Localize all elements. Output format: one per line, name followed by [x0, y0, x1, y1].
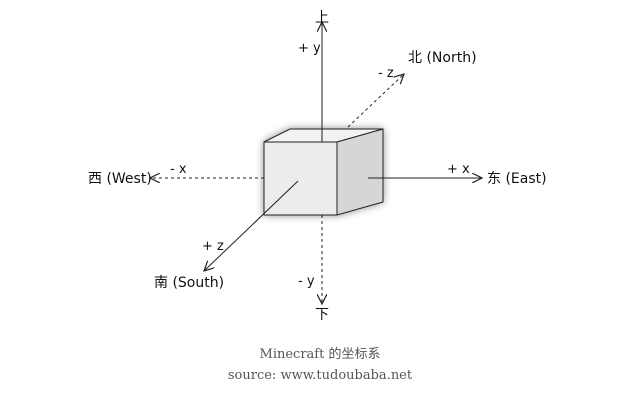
direction-down-label: 下: [315, 307, 329, 323]
direction-north-label: 北 (North): [408, 50, 477, 66]
z-axis-negative: [347, 74, 404, 128]
axis-minus-x-label: - x: [170, 162, 187, 177]
axis-minus-z-label: - z: [378, 66, 394, 81]
axis-plus-x-label: + x: [447, 162, 470, 177]
z-axis-positive: [204, 180, 299, 271]
axis-plus-z-label: + z: [202, 239, 224, 254]
cube-side-face: [336, 128, 384, 216]
direction-up-label: 上: [315, 10, 329, 26]
direction-west-label: 西 (West): [88, 171, 152, 187]
direction-east-label: 东 (East): [487, 171, 547, 187]
axis-plus-y-label: + y: [298, 41, 321, 56]
axis-minus-y-label: - y: [298, 274, 315, 289]
cube: [263, 128, 384, 216]
direction-south-label: 南 (South): [154, 275, 224, 291]
cube-front-face: [263, 141, 338, 216]
caption-title: Minecraft 的坐标系: [259, 347, 381, 362]
caption-source: source: www.tudoubaba.net: [227, 368, 413, 383]
